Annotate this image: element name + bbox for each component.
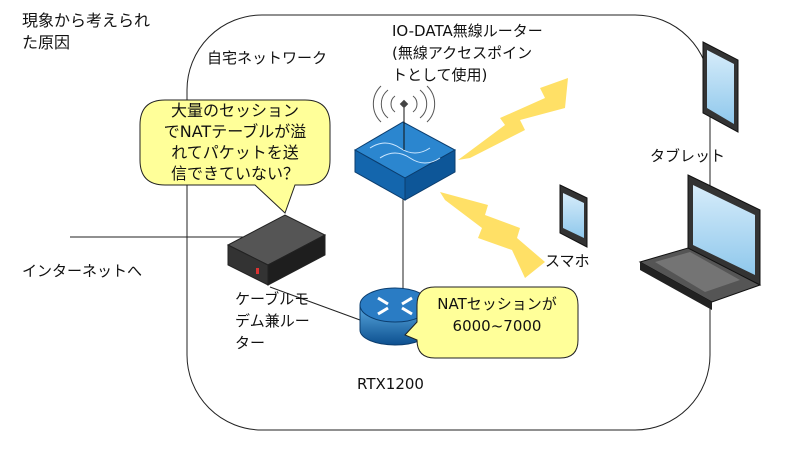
wireless-ap-icon: [353, 85, 457, 201]
router-label: RTX1200: [357, 375, 424, 393]
phone-label: スマホ: [545, 252, 590, 270]
wireless-signal-tablet: [458, 78, 568, 160]
modem-label: ケーブルモ デム兼ルー ター: [235, 290, 310, 352]
tablet-label: タブレット: [650, 147, 726, 165]
home-network-label: 自宅ネットワーク: [207, 49, 328, 67]
cable-modem-icon: [226, 214, 327, 286]
wireless-signal-phone: [440, 192, 545, 278]
laptop-icon: [638, 174, 762, 310]
diagram-title: 現象から考えられ た原因: [22, 11, 151, 52]
nat-overflow-callout-shape: [139, 99, 331, 214]
internet-label: インターネットへ: [22, 262, 143, 280]
nat-overflow-callout: 大量のセッション でNATテーブルが溢 れてパケットを送 信できていない？: [163, 101, 307, 183]
tablet-icon: [702, 41, 739, 133]
smartphone-icon: [559, 184, 588, 248]
ap-label: IO-DATA無線ルーター (無線アクセスポイン トとして使用): [392, 22, 543, 84]
modem-router-cable: [269, 286, 361, 321]
nat-sessions-callout-shape: [404, 286, 579, 359]
nat-sessions-callout: NATセッションが 6000~7000: [437, 295, 557, 335]
